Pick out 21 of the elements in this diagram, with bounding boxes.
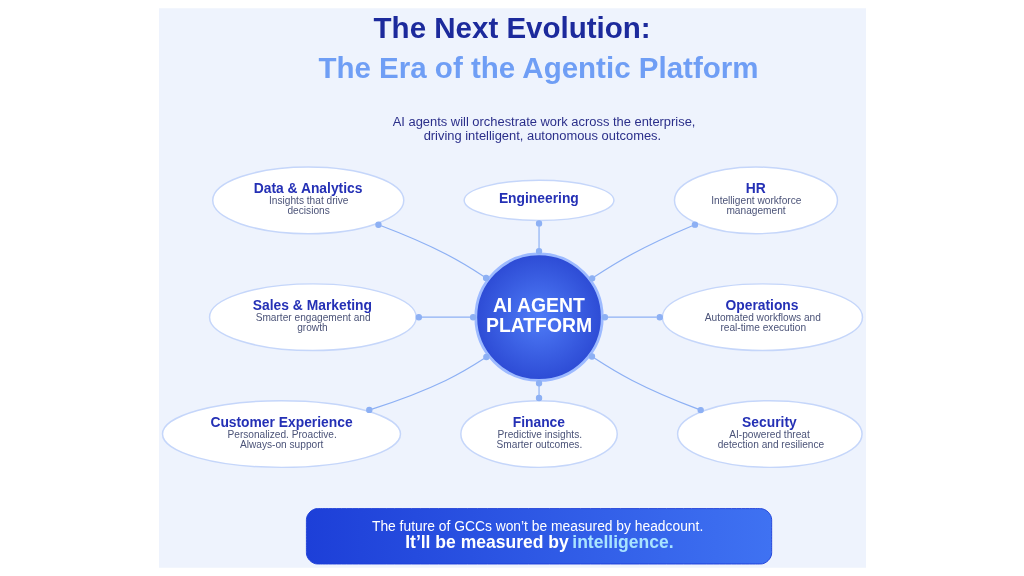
connector [415,314,476,321]
node-ellipse: HR Intelligent workforce management [673,166,838,235]
node-ellipse: Sales & Marketing Smarter engagement and growth [208,283,417,352]
label: AI agents will orchestrate work across the enterprise, driving intelligent, autonomous outcomes. [392,113,695,143]
node-ellipse: Data & Analytics Insights that drive decisions [211,166,404,235]
connector [535,380,542,402]
connector [535,220,542,255]
connector [588,353,704,414]
connector [588,221,698,282]
connector [601,314,663,321]
node-ellipse: Security AI-powered threat detection and resilience [676,399,863,469]
node-circle: AI AGENT PLATFORM [473,252,604,382]
diagram-title: The Next Evolution: [373,11,651,45]
node-ellipse: Engineering [462,179,615,222]
node-box: The future of GCCs won’t be measured by headcount. It’ll be measured by intelligence. [305,508,772,565]
node-ellipse: Finance Predictive insights. Smarter outcomes. [459,399,618,469]
connector [365,353,490,414]
node-ellipse: Operations Automated workflows and real-time execution [661,283,863,352]
node-ellipse: Customer Experience Personalized. Proactive. Always-on support [161,399,401,469]
connector [374,221,489,282]
label: The Era of the Agentic Platform [317,51,758,85]
